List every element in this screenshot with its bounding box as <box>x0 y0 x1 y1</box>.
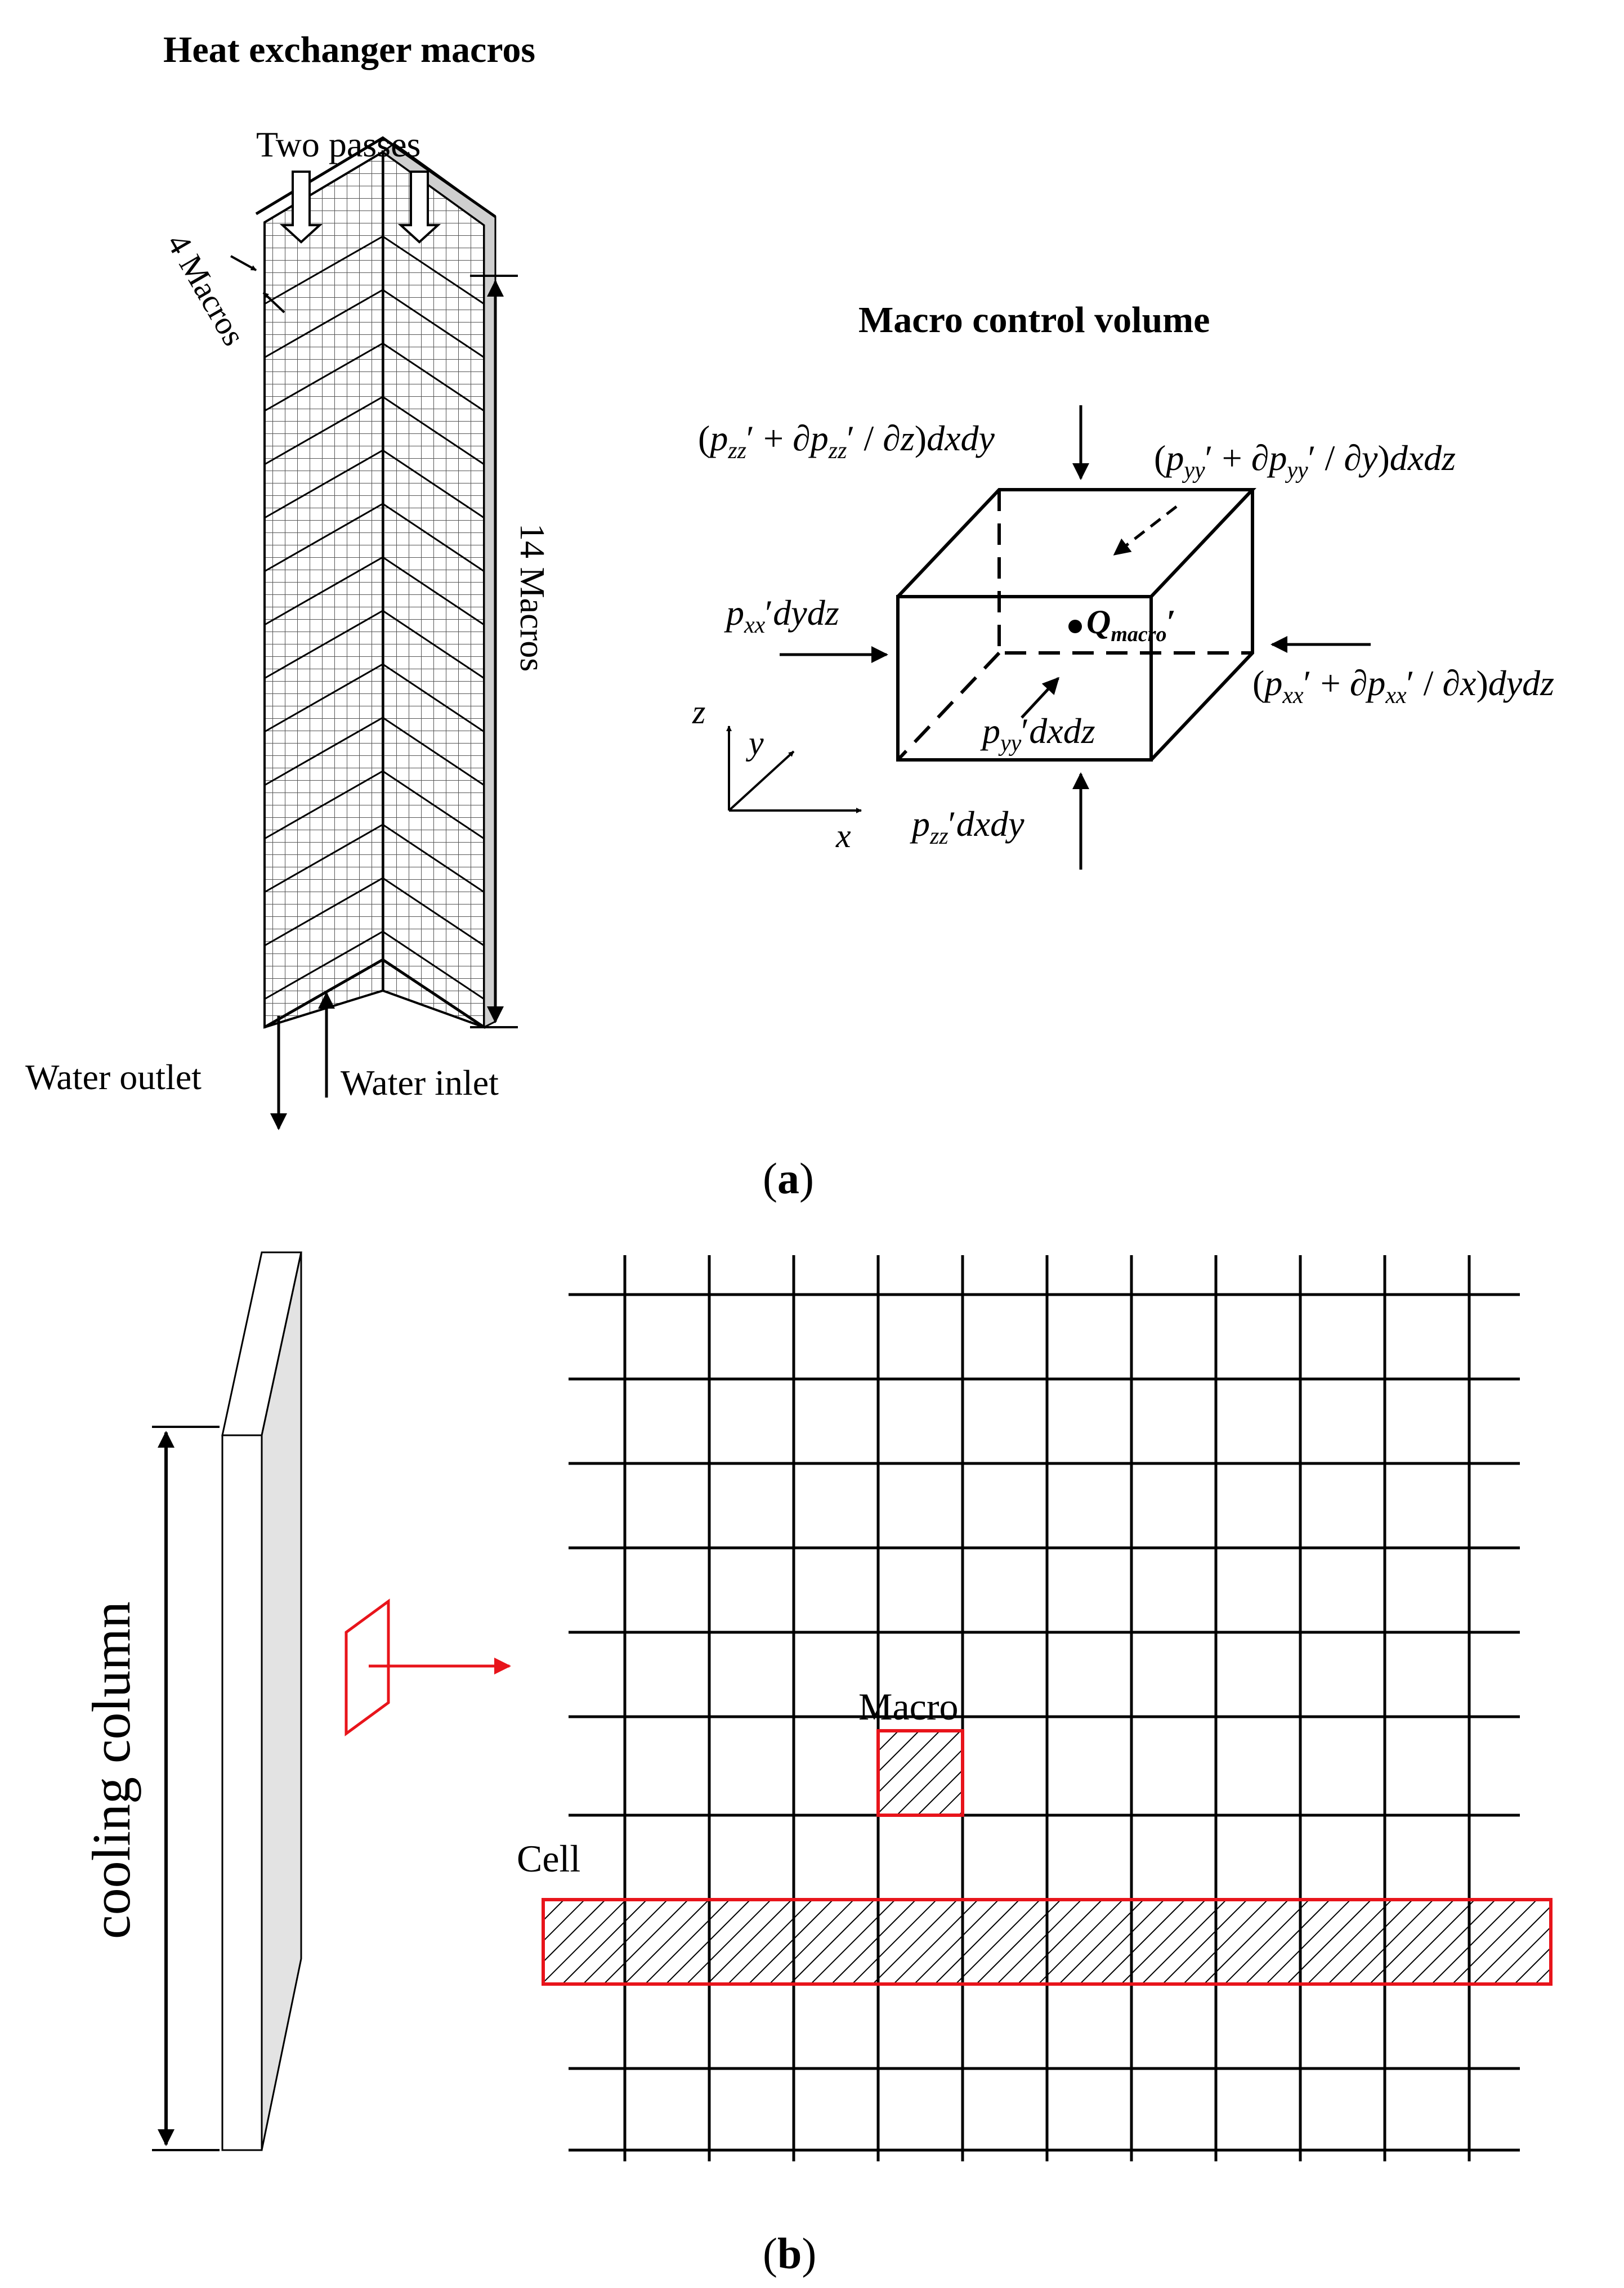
hx-bottom-edge <box>263 958 485 1029</box>
hx-macro-boundary <box>264 396 485 465</box>
caption-a: (a) <box>763 1154 814 1203</box>
hx-right-pass <box>382 150 485 1029</box>
two-passes-arrow-right <box>397 171 441 244</box>
panel-a: Heat exchanger macros Two passes 4 Macro… <box>25 29 1554 1203</box>
pyy-front-arrow <box>1021 677 1060 719</box>
pzz-top-label: (pzz′ + ∂pzz′ / ∂z)dxdy <box>698 418 995 464</box>
heat-exchanger-title: Heat exchanger macros <box>163 29 535 70</box>
slab-zoom-region <box>345 1599 390 1736</box>
hx-macro-boundary <box>264 556 485 626</box>
pyy-top-label: (pyy′ + ∂pyy′ / ∂y)dxdz <box>1154 438 1456 483</box>
macro-highlight <box>876 1729 964 1817</box>
slab-front-edge <box>221 1434 263 2151</box>
cooling-column-label: cooling column <box>81 1601 141 1939</box>
four-macros-arrow-2 <box>262 292 285 314</box>
hx-macro-boundary <box>264 930 485 1000</box>
hx-macro-boundary <box>264 503 485 572</box>
two-passes-arrow-left <box>279 171 323 244</box>
panel-b: cooling column Macro Cell (b) <box>81 1251 1553 2278</box>
cell-highlight <box>542 1898 1553 1986</box>
fourteen-macros-label: 14 Macros <box>513 523 551 671</box>
pxx-left-label: pxx′dydz <box>724 593 839 638</box>
axes: z y x <box>692 693 862 854</box>
macro-grid <box>569 1255 1520 2161</box>
two-passes-label: Two passes <box>256 124 420 164</box>
hx-macro-boundary <box>264 663 485 733</box>
hx-left-pass <box>263 150 384 1029</box>
hx-macro-boundary <box>264 289 485 359</box>
hx-macro-boundary <box>264 877 485 947</box>
four-macros-label: 4 Macros <box>160 227 253 352</box>
hx-macro-boundary <box>264 770 485 840</box>
q-macro-label: Qmacro′ <box>1086 603 1176 646</box>
axis-x-label: x <box>835 817 851 854</box>
water-inlet-label: Water inlet <box>341 1063 499 1103</box>
pxx-right-label: (pxx′ + ∂pxx′ / ∂x)dydz <box>1252 663 1554 709</box>
hx-macro-boundary <box>264 449 485 519</box>
water-outlet-label: Water outlet <box>25 1057 202 1097</box>
cell-label: Cell <box>517 1837 580 1880</box>
hx-macro-boundary <box>264 717 485 786</box>
axis-y-arrow <box>728 750 795 812</box>
control-volume-box <box>896 488 1256 762</box>
four-macros-arrow-1 <box>230 255 257 271</box>
pyy-front-label: pyy′dxdz <box>980 711 1095 756</box>
heat-exchanger-drawing <box>255 136 496 1029</box>
hx-macro-boundary <box>264 342 485 412</box>
hx-macro-boundary <box>264 235 485 305</box>
pyy-top-arrow <box>1113 505 1178 556</box>
macro-label: Macro <box>858 1685 958 1728</box>
axis-z-label: z <box>692 693 705 731</box>
caption-b: (b) <box>763 2229 816 2278</box>
pzz-bottom-label: pzz′dxdy <box>910 804 1024 849</box>
control-volume-title: Macro control volume <box>858 299 1210 341</box>
axis-y-label: y <box>745 724 764 762</box>
hx-macro-boundary <box>264 610 485 679</box>
q-macro-dot <box>1068 620 1082 633</box>
hx-macro-boundary <box>264 823 485 893</box>
hx-chevron-lines <box>264 235 485 1000</box>
